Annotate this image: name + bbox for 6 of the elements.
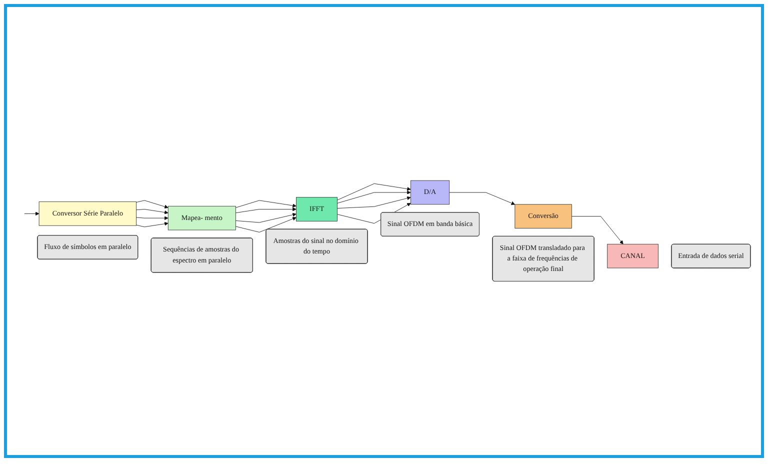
node-box — [514, 204, 572, 229]
node-box — [38, 202, 136, 226]
node-box — [168, 206, 236, 230]
node-box — [607, 244, 658, 268]
node-box — [296, 197, 338, 222]
node-box — [410, 180, 450, 205]
